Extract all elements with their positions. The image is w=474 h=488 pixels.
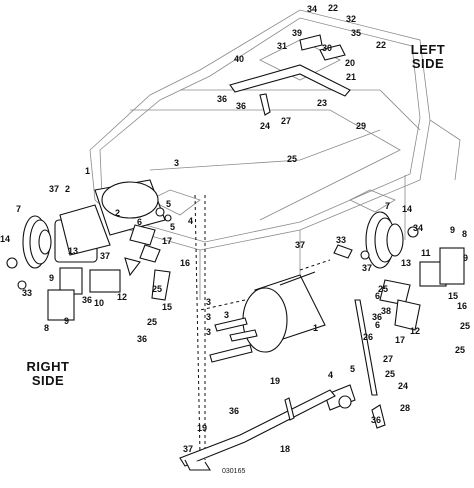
callout: 7: [385, 201, 390, 211]
callout: 25: [147, 317, 157, 327]
callout: 40: [234, 54, 244, 64]
callout: 23: [317, 98, 327, 108]
callout: 5: [170, 222, 175, 232]
callout: 38: [381, 306, 391, 316]
callout: 37: [295, 240, 305, 250]
callout: 3: [174, 158, 179, 168]
callout: 18: [280, 444, 290, 454]
callout: 26: [363, 332, 373, 342]
callout: 24: [260, 121, 270, 131]
callout: 33: [336, 235, 346, 245]
callout: 3: [224, 310, 229, 320]
callout: 35: [351, 28, 361, 38]
callout: 2: [65, 184, 70, 194]
callout: 16: [180, 258, 190, 268]
callout: 25: [460, 321, 470, 331]
callout: 36: [229, 406, 239, 416]
callout: 27: [281, 116, 291, 126]
callout: 36: [82, 295, 92, 305]
callout: 1: [313, 323, 318, 333]
right-clutch-assembly: [6, 179, 172, 321]
callout: 25: [152, 284, 162, 294]
callout: 6: [137, 217, 142, 227]
callout: 36: [236, 101, 246, 111]
callout: 11: [421, 248, 431, 258]
callout: 10: [94, 298, 104, 308]
callout: 8: [462, 229, 467, 239]
callout: 2: [115, 208, 120, 218]
linkage-assembly: [179, 34, 386, 471]
callout: 9: [463, 253, 468, 263]
callout: 25: [287, 154, 297, 164]
right-side-label: RIGHT SIDE: [18, 360, 78, 388]
callout: 37: [362, 263, 372, 273]
callout: 17: [162, 236, 172, 246]
guide-lines: [194, 194, 331, 460]
callout: 25: [385, 369, 395, 379]
callout: 30: [322, 43, 332, 53]
callout: 15: [448, 291, 458, 301]
callout: 37: [183, 444, 193, 454]
callout: 9: [64, 316, 69, 326]
right-side-line-2: SIDE: [31, 373, 65, 388]
callout: 3: [206, 327, 211, 337]
callout: 1: [85, 166, 90, 176]
callout: 36: [371, 415, 381, 425]
callout: 13: [68, 246, 78, 256]
callout: 22: [328, 3, 338, 13]
callout: 6: [375, 320, 380, 330]
callout: 21: [346, 72, 356, 82]
center-drive-assembly: [209, 271, 356, 411]
callout: 8: [44, 323, 49, 333]
left-clutch-assembly: [333, 211, 465, 331]
callout: 33: [22, 288, 32, 298]
left-side-line-1: LEFT: [410, 42, 446, 57]
callout: 4: [328, 370, 333, 380]
callout: 39: [292, 28, 302, 38]
callout: 3: [206, 312, 211, 322]
callout: 36: [217, 94, 227, 104]
callout: 29: [356, 121, 366, 131]
callout: 19: [270, 376, 280, 386]
callout: 36: [137, 334, 147, 344]
callout: 20: [345, 58, 355, 68]
callout: 27: [383, 354, 393, 364]
callout: 5: [166, 199, 171, 209]
callout: 25: [455, 345, 465, 355]
callout: 15: [162, 302, 172, 312]
callout: 24: [398, 381, 408, 391]
callout: 16: [457, 301, 467, 311]
left-side-label: LEFT SIDE: [398, 43, 458, 71]
callout: 34: [307, 4, 317, 14]
callout: 12: [410, 326, 420, 336]
callout: 36: [372, 312, 382, 322]
left-side-line-2: SIDE: [411, 56, 445, 71]
callout: 22: [376, 40, 386, 50]
callout: 9: [49, 273, 54, 283]
callout: 5: [350, 364, 355, 374]
callout: 12: [117, 292, 127, 302]
callout: 19: [197, 423, 207, 433]
callout: 14: [0, 234, 10, 244]
callout: 37: [100, 251, 110, 261]
callout: 7: [16, 204, 21, 214]
callout: 37: [49, 184, 59, 194]
callout: 9: [450, 225, 455, 235]
callout: 34: [413, 223, 423, 233]
callout: 6: [375, 291, 380, 301]
callout: 4: [188, 216, 193, 226]
figure-id: 030165: [222, 468, 246, 475]
callout: 25: [378, 284, 388, 294]
callout: 28: [400, 403, 410, 413]
callout: 14: [402, 204, 412, 214]
callout: 31: [277, 41, 287, 51]
callout-labels: 1 1 2 2 3 3 3 3 3 4 4 5 5 5 6 6 6 7 7 8 …: [0, 3, 470, 454]
callout: 32: [346, 14, 356, 24]
right-side-line-1: RIGHT: [26, 359, 70, 374]
callout: 3: [206, 297, 211, 307]
callout: 13: [401, 258, 411, 268]
callout: 17: [395, 335, 405, 345]
